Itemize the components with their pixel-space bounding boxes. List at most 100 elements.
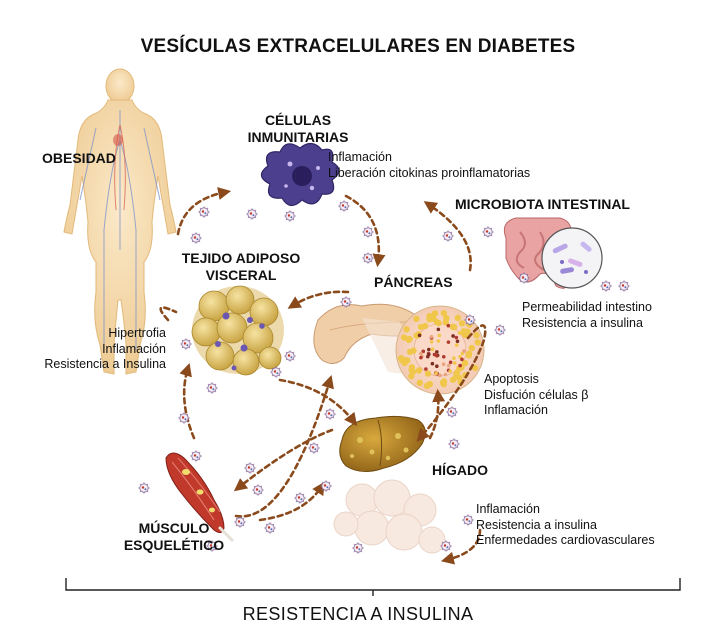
vesicle-icon (197, 205, 211, 219)
islet-cell-dot (425, 354, 430, 359)
islet-cell-dot (449, 323, 456, 330)
islet-cell-dot (436, 339, 441, 343)
pancreas-effect-3: Inflamación (484, 403, 548, 417)
vesicle-icon (293, 491, 307, 505)
vesicle-icon (243, 461, 257, 475)
vesicle-icon (493, 323, 507, 337)
islet-cell-dot (473, 332, 480, 339)
islet-cell-dot (408, 373, 415, 380)
islet-cell-dot (429, 339, 434, 344)
vesicle-icon (351, 541, 365, 555)
vesicle-icon (137, 481, 151, 495)
islet-cell-dot (431, 310, 439, 317)
islet-cell-dot (432, 352, 437, 357)
adipose-label-line2: VISCERAL (205, 267, 277, 283)
islet-cell-dot (429, 335, 434, 339)
vesicle-icon (269, 365, 283, 379)
islet-cell-dot (433, 318, 441, 326)
islet-cell-dot (461, 359, 469, 367)
islet-cell-dot (419, 351, 423, 356)
islet-cell-dot (452, 361, 457, 365)
vesicle-icon (319, 479, 333, 493)
liver-effect-1: Inflamación (476, 502, 540, 516)
islet-cell-dot (438, 373, 442, 378)
adipose-effect-1: Hipertrofia (108, 326, 166, 340)
islet-cell-dot (454, 314, 462, 322)
vesicle-icon (263, 521, 277, 535)
footer-label: RESISTENCIA A INSULINA (242, 604, 474, 624)
pancreas-effect-2: Disfución células β (484, 387, 589, 402)
vesicle-icon (205, 381, 219, 395)
islet-cell-dot (449, 376, 457, 383)
islet-cell-dot (434, 371, 438, 376)
islet-cell-dot (460, 328, 467, 335)
islet-cell-dot (415, 367, 423, 374)
immune-cells-label-line2: INMUNITARIAS (247, 129, 349, 145)
vesicle-icon (337, 199, 351, 213)
islet-cell-dot (468, 344, 476, 352)
islet-cell-dot (421, 322, 429, 330)
adipose-tissue-label: TEJIDO ADIPOSO VISCERAL (168, 250, 314, 284)
vesicle-icon (251, 483, 265, 497)
skeletal-muscle-label: MÚSCULO ESQUELÉTICO (118, 520, 230, 554)
islet-cell-dot (406, 335, 413, 343)
vesicle-icon (339, 295, 353, 309)
pancreatic-islet-cells (397, 309, 481, 390)
liver-effect-2: Resistencia a insulina (476, 517, 597, 532)
liver-illustration (339, 415, 426, 472)
intestine-illustration (503, 217, 603, 289)
vesicle-icon (517, 271, 531, 285)
vesicle-icon (481, 225, 495, 239)
islet-cell-dot (442, 319, 449, 326)
islet-cell-dot (440, 378, 448, 385)
vesicle-icon (307, 441, 321, 455)
islet-cell-dot (437, 333, 442, 338)
islet-cell-dot (400, 334, 408, 341)
islet-cell-dot (454, 343, 459, 348)
islet-cell-dot (410, 347, 417, 354)
islet-cell-dot (458, 320, 466, 327)
pancreas-effects: Apoptosis Disfución células β Inflamació… (484, 372, 588, 419)
skeletal-muscle-illustration (165, 452, 234, 542)
islet-cell-dot (448, 360, 453, 365)
islet-cell-dot (435, 364, 439, 369)
islet-cell-dot (457, 331, 462, 335)
islet-cell-dot (453, 369, 461, 376)
vesicle-icon (447, 437, 461, 451)
adipose-tissue-illustration (191, 285, 284, 376)
islet-cell-dot (424, 367, 428, 371)
immune-cells-effects: Inflamación Liberación citokinas proinfl… (328, 150, 530, 181)
islet-cell-dot (455, 339, 460, 344)
islet-cell-dot (416, 379, 423, 387)
islet-cell-dot (426, 347, 431, 352)
islet-cell-dot (401, 359, 408, 367)
muscle-label-line2: ESQUELÉTICO (123, 537, 225, 553)
vesicle-icon (361, 251, 375, 265)
vesicle-icon (445, 405, 459, 419)
obese-body-illustration (63, 68, 177, 375)
microbiota-effect-2: Resistencia a insulina (522, 315, 643, 330)
pancreas-label: PÁNCREAS (374, 274, 453, 290)
adipose-effect-3: Resistencia a Insulina (44, 357, 166, 371)
islet-cell-dot (435, 350, 439, 354)
islet-cell-dot (419, 355, 423, 360)
vesicle-icon (179, 337, 193, 351)
obesity-label: OBESIDAD (42, 150, 116, 166)
islet-cell-dot (458, 363, 462, 368)
immune-effect-1: Inflamación (328, 150, 392, 164)
islet-cell-dot (430, 347, 435, 352)
islet-cell-dot (421, 349, 426, 354)
islet-cell-dot (458, 354, 462, 359)
islet-cell-dot (441, 354, 446, 359)
immune-effect-2: Liberación citokinas proinflamatorias (328, 165, 531, 180)
vesicle-icon (283, 209, 297, 223)
liver-effects: Inflamación Resistencia a insulina Enfer… (476, 502, 655, 549)
cardiovascular-tissue-illustration (333, 479, 446, 554)
page-title: VESÍCULAS EXTRACELULARES EN DIABETES (140, 36, 576, 57)
islet-cell-dot (448, 369, 453, 373)
islet-cell-dot (446, 340, 451, 344)
pancreas-effect-1: Apoptosis (484, 372, 539, 386)
islet-cell-dot (471, 364, 479, 372)
islet-cell-dot (417, 333, 422, 338)
vesicle-icon (439, 539, 453, 553)
